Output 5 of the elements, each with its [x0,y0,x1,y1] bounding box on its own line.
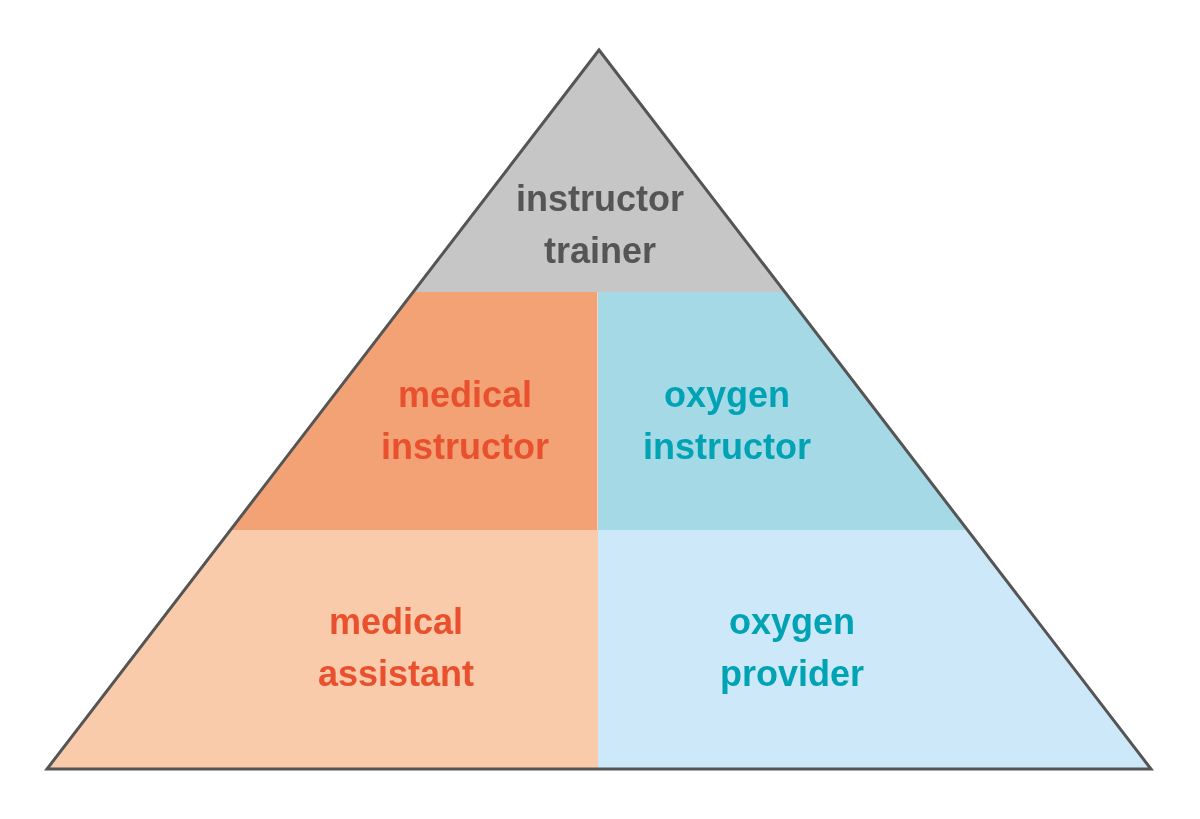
tier-label: oxygen provider [720,600,864,696]
tier-label: medical assistant [317,600,475,696]
tier-label: instructor trainer [516,177,684,273]
tier-label: oxygen instructor [643,373,811,469]
tier-label: medical instructor [381,373,549,469]
